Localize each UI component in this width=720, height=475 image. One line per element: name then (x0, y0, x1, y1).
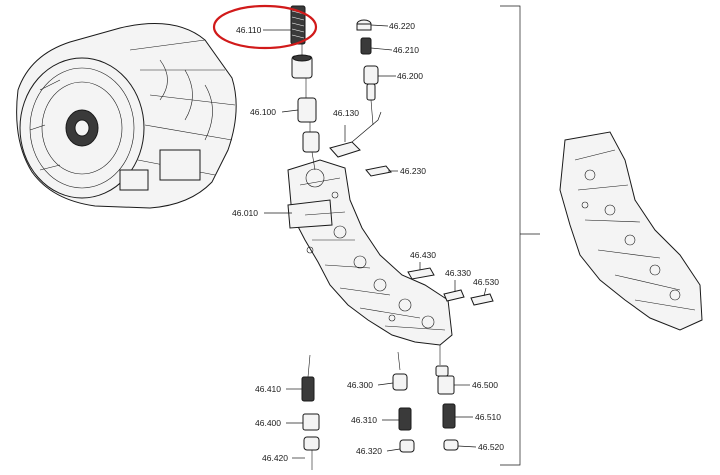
label-46-420: 46.420 (262, 453, 288, 463)
plate-46-130 (329, 111, 382, 158)
spring-46-410 (301, 354, 315, 402)
label-46-510: 46.510 (475, 412, 501, 422)
leader-lines (263, 24, 487, 459)
label-46-400: 46.400 (255, 418, 281, 428)
label-46-500: 46.500 (472, 380, 498, 390)
plate-46-330 (443, 289, 465, 302)
label-46-320: 46.320 (356, 446, 382, 456)
label-46-300: 46.300 (347, 380, 373, 390)
label-46-430: 46.430 (410, 250, 436, 260)
plate-46-230 (365, 165, 392, 177)
label-46-130: 46.130 (333, 108, 359, 118)
plate-46-530 (470, 293, 494, 306)
assembled-valve-body (559, 131, 703, 331)
spring-46-310 (398, 407, 412, 431)
spring-46-210 (360, 37, 372, 55)
piston-46-100 (291, 44, 320, 171)
label-46-200: 46.200 (397, 71, 423, 81)
plate-46-430 (407, 267, 435, 280)
valve-body-main (287, 159, 453, 346)
group-bracket (500, 5, 540, 466)
label-46-010: 46.010 (232, 208, 258, 218)
plug-46-420 (303, 436, 320, 470)
valve-46-300 (392, 351, 408, 391)
transmission-housing-illustration (16, 23, 237, 209)
label-46-310: 46.310 (351, 415, 377, 425)
plunger-46-400 (302, 413, 320, 431)
label-46-330: 46.330 (445, 268, 471, 278)
spring-46-510 (442, 403, 456, 429)
label-46-520: 46.520 (478, 442, 504, 452)
cap-46-220 (356, 19, 372, 31)
label-46-230: 46.230 (400, 166, 426, 176)
plug-46-320 (399, 439, 415, 453)
part-labels: 46.110 46.100 46.130 46.220 46.210 46.20… (232, 21, 504, 463)
valve-46-500 (435, 345, 455, 395)
label-46-530: 46.530 (473, 277, 499, 287)
plug-46-520 (443, 439, 459, 451)
label-46-100: 46.100 (250, 107, 276, 117)
label-46-410: 46.410 (255, 384, 281, 394)
label-46-210: 46.210 (393, 45, 419, 55)
valve-46-200 (363, 65, 379, 126)
label-46-110: 46.110 (236, 25, 262, 35)
highlight-ellipse (212, 4, 318, 50)
label-46-220: 46.220 (389, 21, 415, 31)
